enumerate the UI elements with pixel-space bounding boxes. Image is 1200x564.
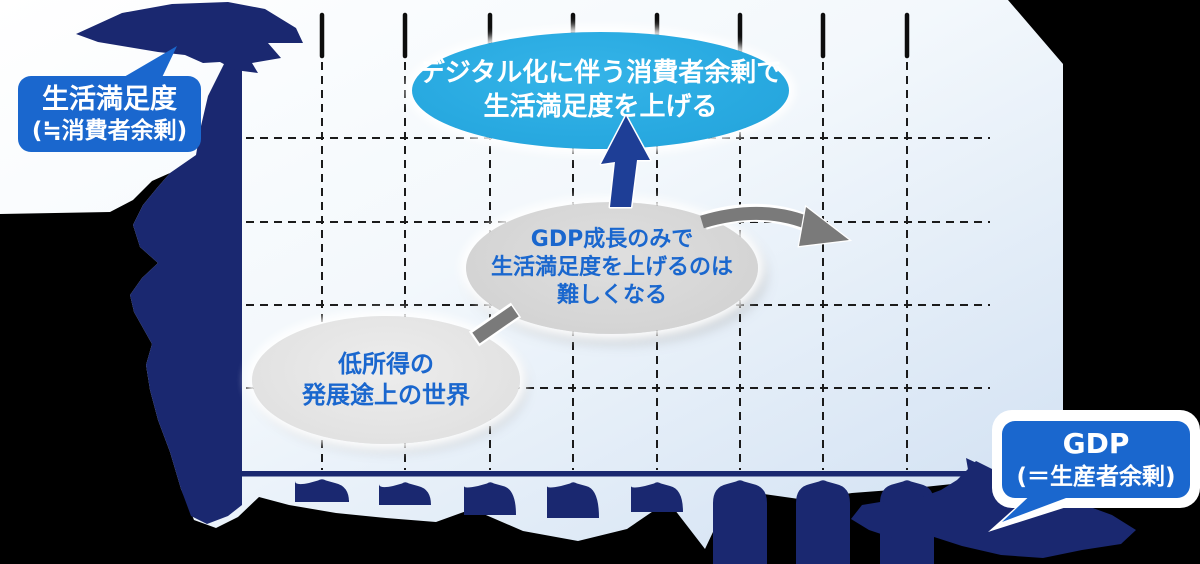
digital-line1: デジタル化に伴う消費者余剰で [418, 58, 783, 89]
gdp-growth-line2: 生活満足度を上げるのは [490, 254, 733, 280]
x-axis-label-line1: GDP [1062, 427, 1130, 461]
x-axis-end-splash [851, 461, 1136, 558]
y-axis-label-line2: (≒消費者余剰) [31, 117, 188, 144]
gdp-growth-ellipse: GDP成長のみで 生活満足度を上げるのは 難しくなる [466, 202, 758, 334]
y-axis-label-bubble: 生活満足度 (≒消費者余剰) [18, 76, 201, 152]
x-axis-label-bubble: GDP (＝生産者余剰) [1002, 421, 1190, 498]
x-axis [228, 471, 978, 477]
gdp-growth-line3: 難しくなる [556, 283, 667, 309]
axis-dome-marks [295, 479, 683, 518]
axis-dome-marks-tall [713, 480, 934, 564]
low-income-line2: 発展途上の世界 [302, 381, 470, 409]
y-axis-arrowhead-splash [76, 2, 303, 73]
gdp-growth-line1: GDP成長のみで [530, 226, 694, 252]
x-axis-label-line2: (＝生産者余剰) [1016, 463, 1176, 490]
digital-consumer-surplus-ellipse: デジタル化に伴う消費者余剰で 生活満足度を上げる [412, 32, 789, 149]
satisfaction-curve [130, 56, 242, 524]
digital-line2: 生活満足度を上げる [483, 91, 718, 122]
low-income-line1: 低所得の [338, 350, 434, 379]
y-axis-label-line1: 生活満足度 [42, 83, 177, 115]
low-income-ellipse: 低所得の 発展途上の世界 [252, 316, 520, 444]
